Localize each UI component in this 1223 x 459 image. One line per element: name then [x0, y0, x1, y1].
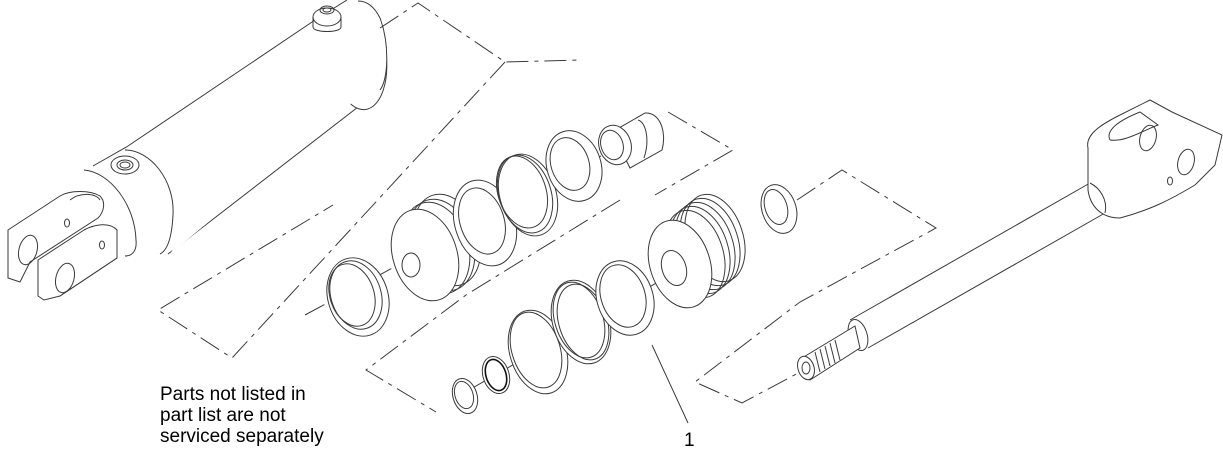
callout-leader-line: [651, 344, 689, 424]
note-line-2: part list are not: [160, 405, 286, 426]
callout-label-1: 1: [684, 430, 695, 451]
piston-seals-group: [304, 112, 665, 337]
cylinder-barrel: [7, 0, 388, 301]
gland-seals-group: [451, 184, 798, 415]
assembly-guide-line: [157, 2, 581, 359]
piston-rod: [797, 99, 1223, 381]
assembly-guide-line: [365, 111, 734, 413]
service-note: Parts not listed in part list are not se…: [160, 384, 324, 447]
note-line-1: Parts not listed in: [160, 384, 306, 405]
assembly-guide-line: [694, 169, 937, 404]
note-line-3: serviced separately: [160, 426, 324, 447]
